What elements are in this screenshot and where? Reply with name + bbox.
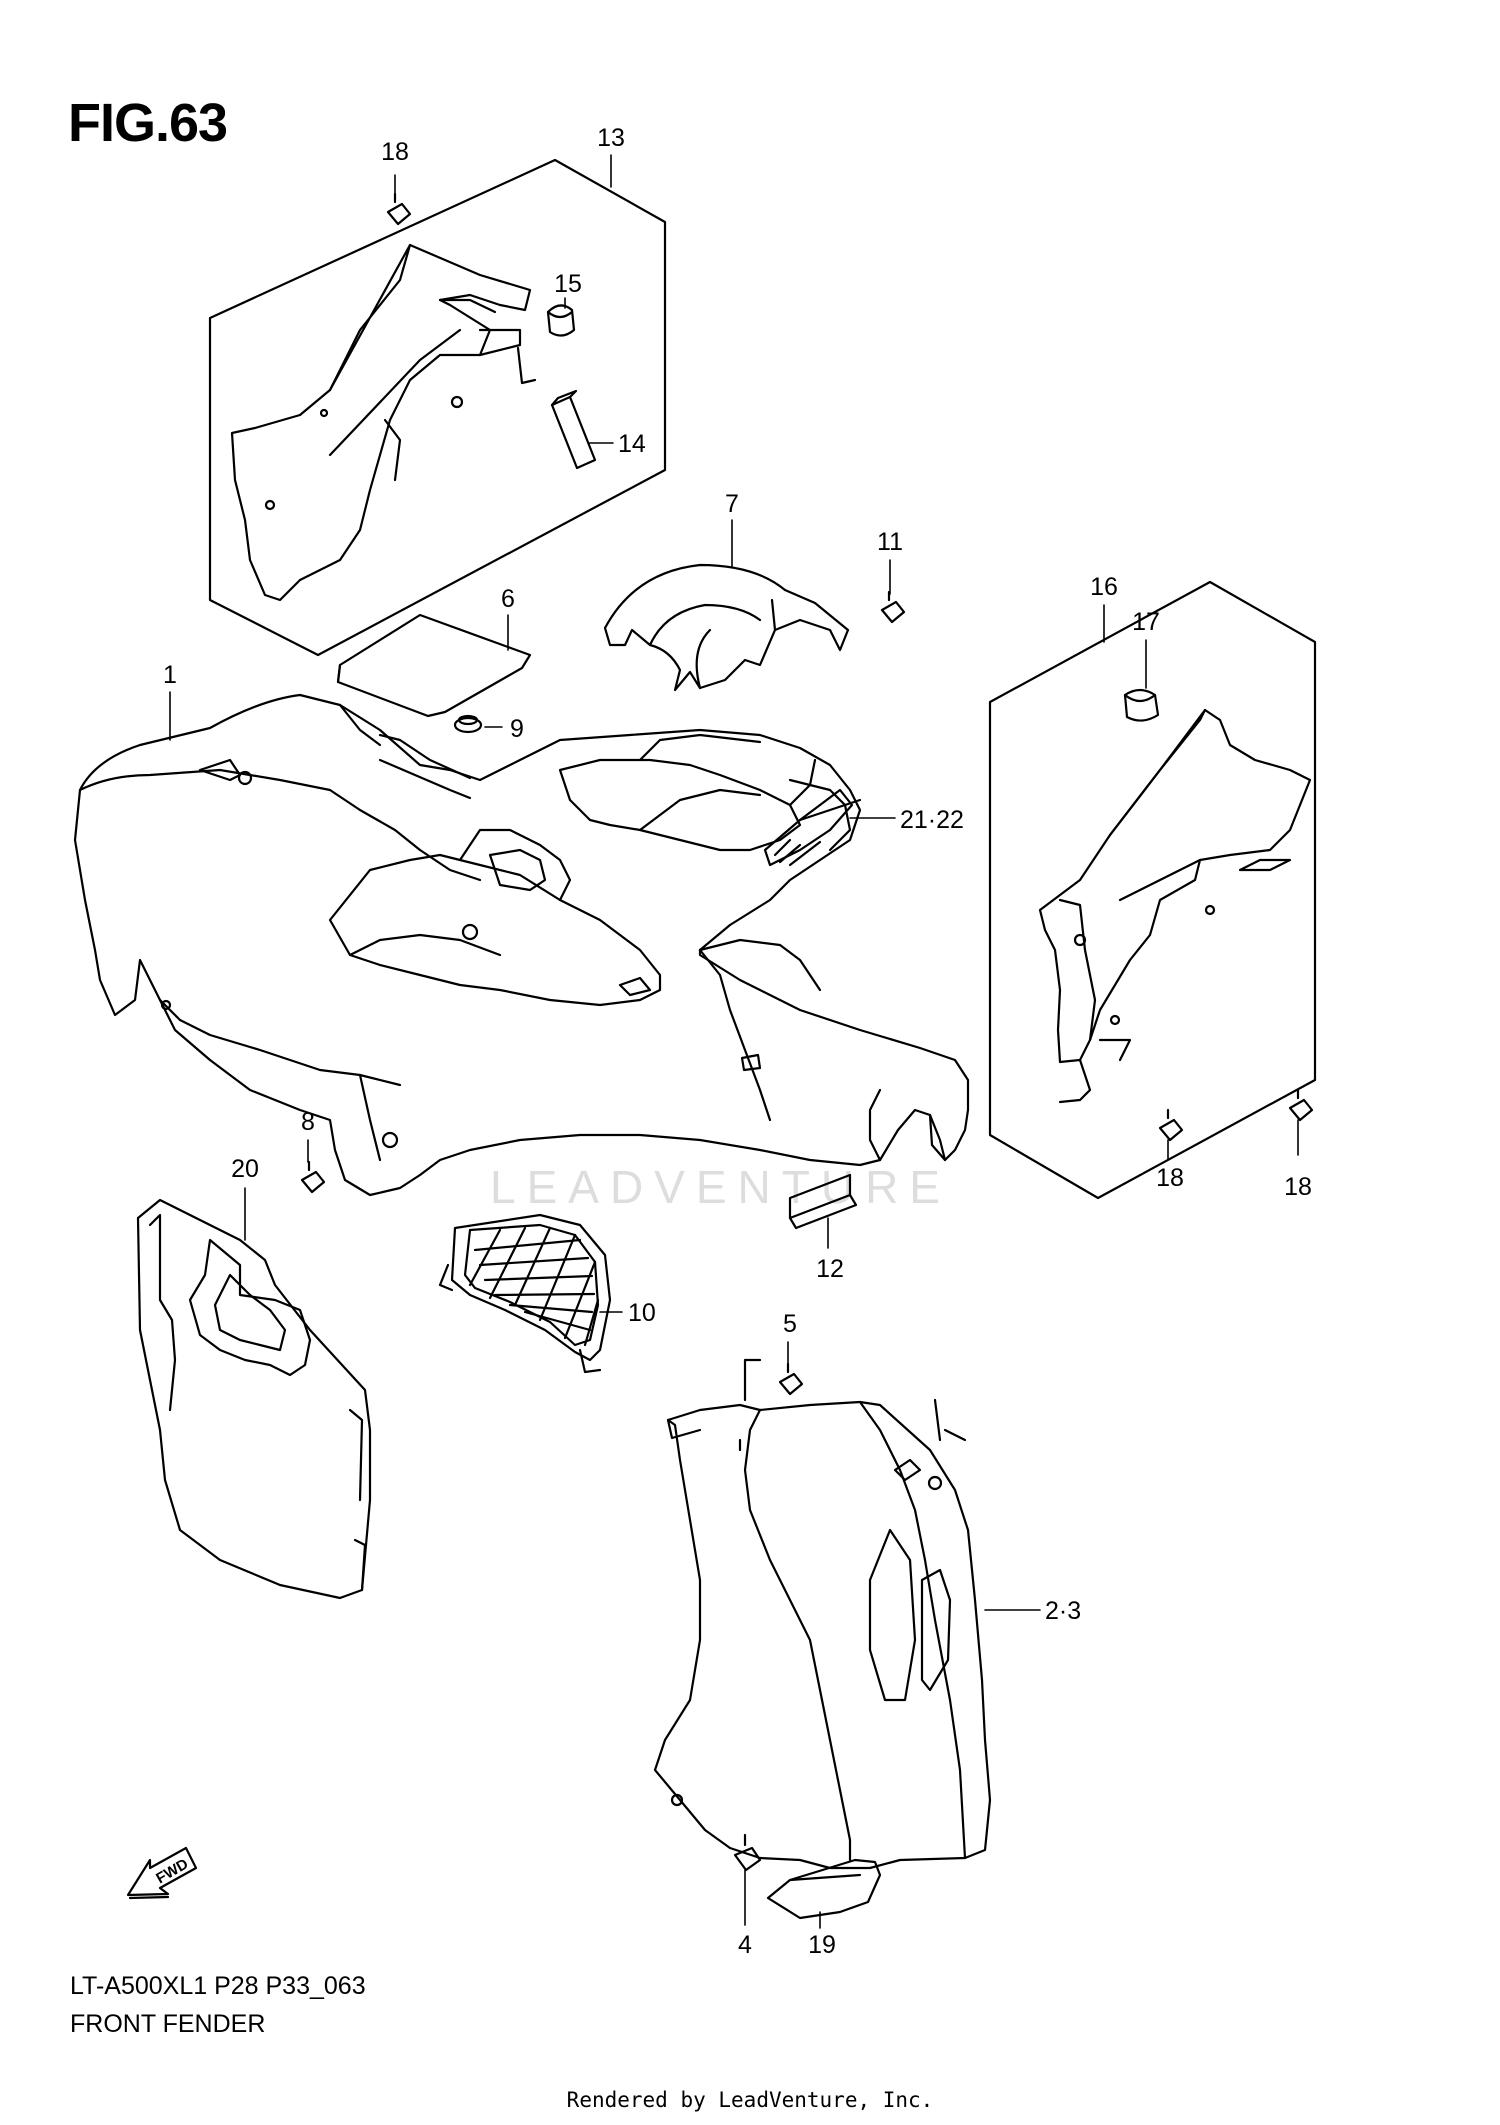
part-4-screw — [733, 1833, 762, 1872]
part-2-3-mud-guard — [653, 1358, 992, 1870]
callout-7: 7 — [725, 490, 739, 518]
part-21-22-decal — [763, 788, 862, 867]
part-16-group-box — [988, 580, 1317, 1200]
callout-2-3: 2·3 — [1045, 1597, 1081, 1625]
callout-labels: 18 13 15 14 7 11 6 9 1 21·22 16 17 18 18… — [153, 124, 1312, 1959]
callout-20: 20 — [231, 1155, 259, 1183]
figure-title: FIG.63 — [68, 93, 228, 153]
figure-caption: FRONT FENDER — [70, 2010, 266, 2038]
callout-18-right-b: 18 — [1284, 1173, 1312, 1201]
callout-18-right-a: 18 — [1156, 1164, 1184, 1192]
part-17-grommet — [1123, 688, 1160, 722]
part-15-grommet — [546, 304, 576, 337]
callout-10: 10 — [628, 1299, 656, 1327]
model-code: LT-A500XL1 P28 P33_063 — [70, 1972, 366, 2000]
callout-6: 6 — [501, 585, 515, 613]
callout-13: 13 — [597, 124, 625, 152]
leader-lines — [169, 154, 1299, 1929]
callout-11: 11 — [877, 528, 903, 556]
callout-16: 16 — [1090, 573, 1118, 601]
part-9-grommet — [453, 714, 483, 734]
part-7-headlight-cover — [603, 563, 850, 692]
part-16-inner-panel — [1038, 708, 1312, 1104]
callout-15: 15 — [554, 270, 582, 298]
part-6-cover — [336, 613, 532, 718]
callout-1: 1 — [163, 661, 177, 689]
callout-19: 19 — [808, 1931, 836, 1959]
rendered-by-credit: Rendered by LeadVenture, Inc. — [566, 2088, 934, 2112]
part-13-inner-panel — [230, 243, 537, 602]
part-1-front-fender — [73, 693, 970, 1197]
part-18-screw-right-b — [1288, 1088, 1314, 1122]
part-10-vent-grille — [438, 1213, 612, 1374]
part-12-foam — [788, 1173, 858, 1230]
callout-5: 5 — [783, 1310, 797, 1338]
callout-21-22: 21·22 — [900, 806, 964, 834]
callout-9: 9 — [510, 715, 524, 743]
callout-4: 4 — [738, 1931, 752, 1959]
part-11-screw — [880, 590, 906, 624]
callout-8: 8 — [301, 1108, 315, 1136]
part-20-shield — [136, 1198, 372, 1600]
watermark-text: LEADVENTURE — [490, 1161, 951, 1213]
part-19-foam — [766, 1858, 882, 1920]
callout-17: 17 — [1132, 608, 1160, 636]
part-8-screw — [300, 1160, 326, 1194]
part-18-screw-right-a — [1158, 1108, 1184, 1142]
part-18-screw-top — [386, 192, 412, 226]
part-5-screw — [778, 1362, 804, 1396]
callout-12: 12 — [816, 1255, 844, 1283]
fwd-arrow-icon — [126, 1846, 198, 1900]
part-14-foam-strip — [550, 389, 597, 470]
callout-18-top: 18 — [381, 138, 409, 166]
callout-14: 14 — [618, 430, 646, 458]
part-13-group-box — [208, 158, 667, 657]
